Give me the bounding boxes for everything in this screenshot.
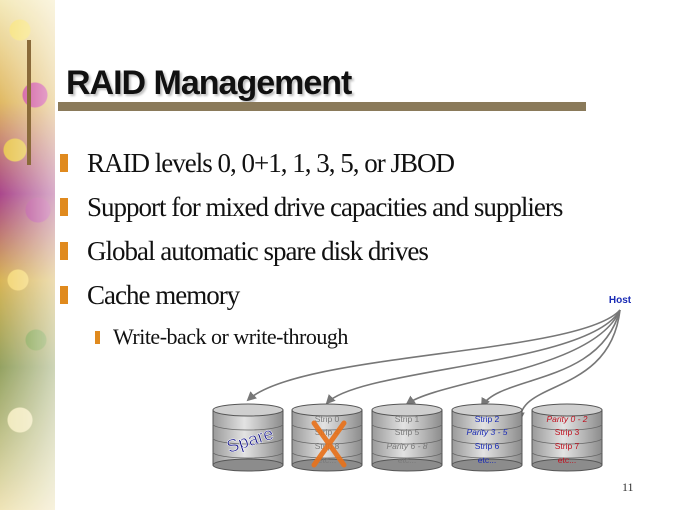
slide-title: RAID Management (66, 64, 352, 102)
strip-label: Strip 5 (395, 427, 420, 437)
bullet-list: RAID levels 0, 0+1, 1, 3, 5, or JBOD Sup… (60, 148, 563, 354)
bullet-text: Support for mixed drive capacities and s… (87, 192, 563, 222)
strip-label: etc... (318, 455, 336, 465)
arrow-to-spare (246, 309, 621, 402)
bullet-mixed-drives: Support for mixed drive capacities and s… (60, 192, 563, 236)
bullet-spare-drives: Global automatic spare disk drives (60, 236, 429, 280)
failed-x-icon (311, 420, 347, 468)
strip-label: Strip 2 (475, 414, 500, 424)
arrow-to-disk-2 (405, 309, 621, 406)
bullet-text: Global automatic spare disk drives (87, 236, 429, 266)
disk-4: Parity 0 - 2 Strip 3 Strip 7 etc... (531, 403, 603, 472)
strip-label: Strip 3 (555, 427, 580, 437)
page-number: 11 (622, 480, 634, 494)
spare-disk: Spare (212, 403, 284, 472)
strip-label: etc... (398, 455, 416, 465)
bullet-cache-memory: Cache memory (60, 280, 240, 324)
bullet-raid-levels: RAID levels 0, 0+1, 1, 3, 5, or JBOD (60, 148, 455, 192)
strip-label: Strip 6 (475, 441, 500, 451)
arrow-to-disk-3 (481, 309, 621, 408)
sub-bullet-text: Write-back or write-through (113, 324, 348, 349)
strip-label: Strip 0 (315, 414, 340, 424)
arrow-to-disk-1 (325, 309, 621, 405)
disk-3: Strip 2 Parity 3 - 5 Strip 6 etc... (451, 403, 523, 472)
strip-label: etc... (558, 455, 576, 465)
strip-label: Strip 4 (315, 427, 340, 437)
title-underline (58, 102, 586, 111)
sub-bullet-marker (95, 331, 100, 344)
strip-label: etc... (478, 455, 496, 465)
bullet-marker (60, 198, 68, 216)
bullet-text: RAID levels 0, 0+1, 1, 3, 5, or JBOD (87, 148, 455, 178)
bullet-text: Cache memory (87, 280, 240, 310)
bullet-marker (60, 154, 68, 172)
disk-2: Strip 1 Strip 5 Parity 6 - 8 etc... (371, 403, 443, 472)
host-label: Host (609, 295, 632, 306)
strip-label: Strip 1 (395, 414, 420, 424)
bullet-marker (60, 286, 68, 304)
bullet-marker (60, 242, 68, 260)
strip-label: Strip 7 (555, 441, 580, 451)
strip-label: Parity 6 - 8 (386, 441, 427, 451)
arrow-to-disk-4 (515, 309, 621, 422)
strip-label: Parity 3 - 5 (466, 427, 507, 437)
vertical-accent-bar (27, 40, 31, 165)
host-disk-arrows (246, 309, 621, 422)
strip-label: Parity 0 - 2 (546, 414, 587, 424)
disk-1: Strip 0 Strip 4 Strip 8 etc... (291, 403, 363, 472)
